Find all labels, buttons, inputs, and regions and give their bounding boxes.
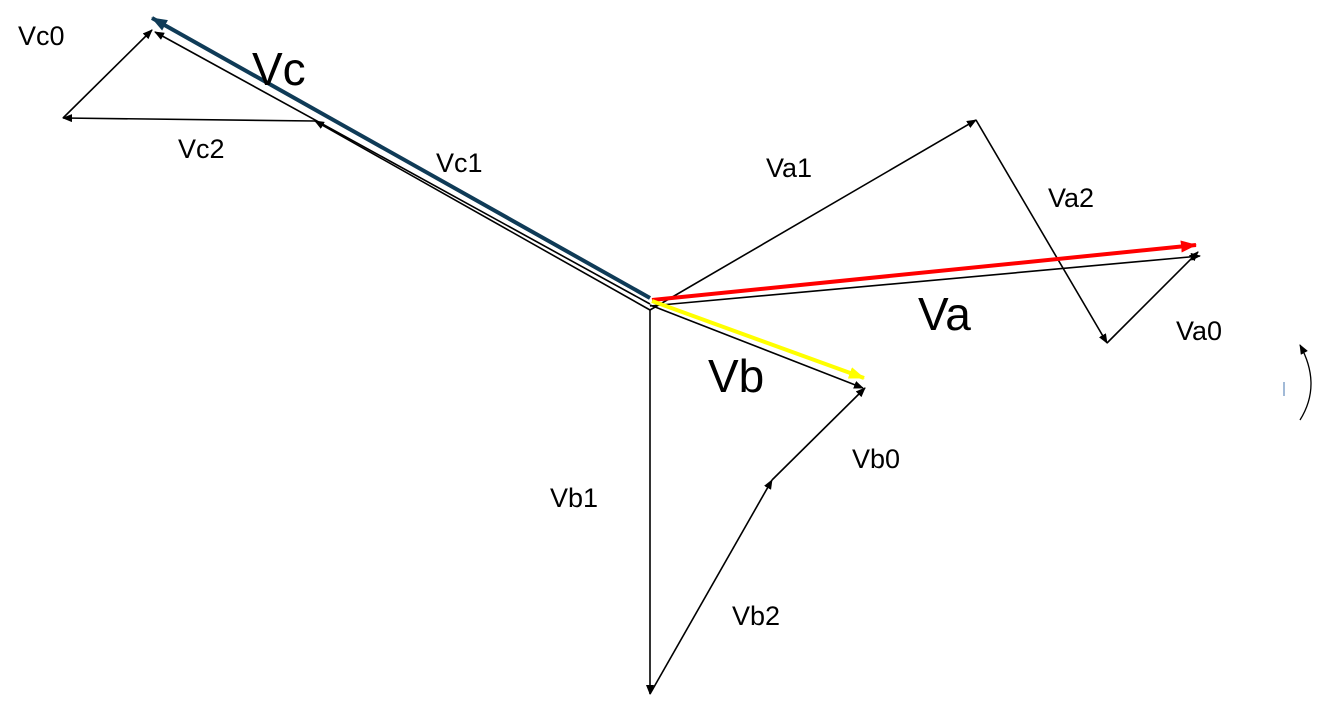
va1-component-arrow xyxy=(649,119,977,311)
label-vb0: Vb0 xyxy=(852,444,900,474)
rotation-arrow-icon xyxy=(1299,344,1312,421)
vb2-component-arrow xyxy=(649,479,773,695)
vc-phasor xyxy=(151,16,651,300)
vc2-component-arrow xyxy=(62,114,316,123)
label-va1: Va1 xyxy=(766,153,812,183)
va0-component-arrow xyxy=(1106,251,1199,344)
vb0-component-arrow xyxy=(771,387,866,481)
vc-resultant-outline xyxy=(154,31,651,305)
label-vc2: Vc2 xyxy=(178,134,225,164)
label-vb1: Vb1 xyxy=(550,483,598,513)
label-vb2: Vb2 xyxy=(732,601,780,631)
vc1-component-arrow xyxy=(314,120,651,311)
label-vb: Vb xyxy=(708,350,764,402)
va-phasor xyxy=(651,240,1197,302)
label-va: Va xyxy=(918,288,971,340)
label-vc: Vc xyxy=(252,43,306,95)
label-va0: Va0 xyxy=(1176,316,1222,346)
label-vc1: Vc1 xyxy=(436,148,483,178)
label-va2: Va2 xyxy=(1048,183,1094,213)
label-vc0: Vc0 xyxy=(18,21,65,51)
va2-component-arrow xyxy=(975,119,1108,344)
vc0-component-arrow xyxy=(62,29,153,119)
vb-phasor xyxy=(651,299,865,380)
vb-resultant-outline xyxy=(649,304,864,389)
va-resultant-outline xyxy=(649,252,1201,307)
